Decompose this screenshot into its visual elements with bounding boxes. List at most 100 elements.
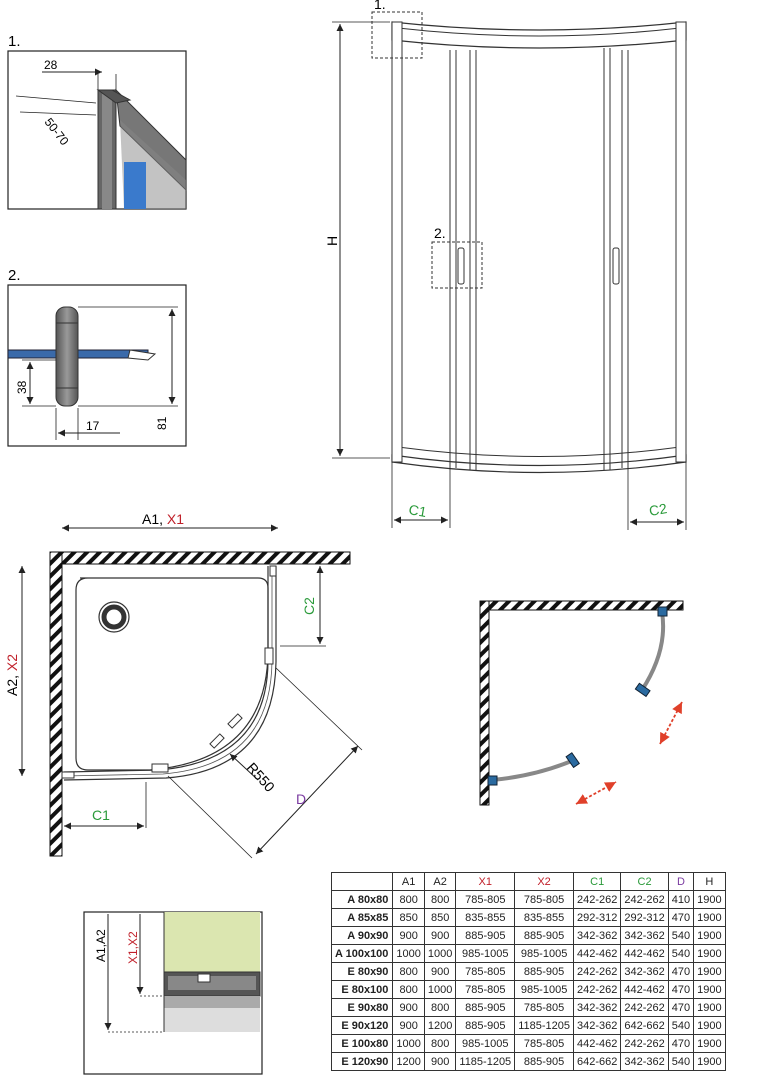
model-cell: A 90x90: [330, 926, 394, 945]
table-cell: 342-362: [620, 1052, 669, 1071]
table-cell: 850: [423, 908, 457, 927]
swing-arrow-left: [575, 781, 617, 805]
table-cell: 885-905: [514, 962, 574, 981]
dim-38-text: 38: [15, 380, 29, 394]
detail-1-label: 1.: [8, 33, 21, 50]
table-header: X2: [514, 872, 574, 891]
table-cell: 985-1005: [514, 944, 574, 963]
table-header: D: [667, 872, 695, 891]
detail-2-frame: [7, 284, 187, 447]
table-cell: 800: [392, 980, 425, 999]
dim-17-text: 17: [86, 419, 100, 433]
table-cell: 342-362: [572, 926, 622, 945]
model-cell: A 100x100: [330, 944, 394, 963]
table-cell: 800: [423, 998, 457, 1017]
handle-post: [55, 306, 79, 407]
table-cell: 342-362: [620, 926, 669, 945]
model-cell: E 80x100: [330, 980, 394, 999]
table-cell: 470: [667, 908, 695, 927]
table-cell: 1185-1205: [514, 1016, 574, 1035]
table-cell: 800: [392, 962, 425, 981]
table-cell: 1900: [693, 998, 726, 1017]
table-cell: 900: [423, 926, 457, 945]
table-cell: 1900: [693, 890, 726, 909]
table-cell: 242-262: [572, 980, 622, 999]
table-cell: 785-805: [514, 890, 574, 909]
table-cell: 442-462: [620, 980, 669, 999]
table-cell: 540: [667, 926, 695, 945]
detail-1: 1. 28 50-70: [7, 33, 187, 210]
callout-2-label: 2.: [434, 225, 446, 241]
front-view: 1. 2. H C1 C2: [324, 0, 687, 530]
dim-28-text: 28: [44, 58, 58, 72]
table-cell: 885-905: [455, 1016, 516, 1035]
table-cell: 1200: [423, 1016, 457, 1035]
table-cell: 835-855: [455, 908, 516, 927]
table-cell: 900: [392, 1016, 425, 1035]
model-cell: E 90x80: [330, 998, 394, 1017]
table-cell: 242-262: [572, 962, 622, 981]
model-cell: E 90x120: [330, 1016, 394, 1035]
table-cell: 900: [423, 1052, 457, 1071]
table-cell: 540: [667, 944, 695, 963]
section-detail: A1,A2 X1,X2: [83, 911, 263, 1075]
plan-c1-text: C1: [92, 807, 110, 823]
table-cell: 470: [667, 1034, 695, 1053]
table-cell: 470: [667, 998, 695, 1017]
profile-corner: [96, 88, 187, 210]
table-cell: 1000: [423, 944, 457, 963]
table-cell: 1000: [423, 980, 457, 999]
table-cell: 292-312: [620, 908, 669, 927]
callout-box-1: [371, 11, 423, 59]
table-cell: 1900: [693, 1016, 726, 1035]
dim-a2-text: A2, X2: [4, 654, 20, 696]
table-cell: 1900: [693, 1052, 726, 1071]
table-cell: 342-362: [572, 1016, 622, 1035]
left-door-arc: [491, 758, 575, 782]
table-cell: 1900: [693, 980, 726, 999]
table-cell: 800: [423, 1034, 457, 1053]
glass-pane: [124, 162, 146, 209]
callout-box-2: [431, 241, 483, 289]
table-cell: 242-262: [620, 890, 669, 909]
table-cell: 1200: [392, 1052, 425, 1071]
wall-top: [49, 551, 351, 565]
table-cell: 885-905: [455, 926, 516, 945]
table-header: C1: [572, 872, 622, 891]
table-cell: 850: [392, 908, 425, 927]
table-cell: 1900: [693, 962, 726, 981]
door-opening-diagram: [479, 600, 684, 806]
table-cell: 242-262: [620, 1034, 669, 1053]
table-cell: 900: [392, 998, 425, 1017]
model-cell: E 100x80: [330, 1034, 394, 1053]
table-cell: 1000: [392, 1034, 425, 1053]
table-header: A1: [392, 872, 425, 891]
table-cell: 1900: [693, 1034, 726, 1053]
table-cell: 642-662: [620, 1016, 669, 1035]
table-header: C2: [620, 872, 669, 891]
table-cell: 540: [667, 1016, 695, 1035]
callout-1-label: 1.: [374, 0, 386, 12]
table-cell: 1185-1205: [455, 1052, 516, 1071]
table-cell: 342-362: [620, 962, 669, 981]
table-cell: 785-805: [455, 890, 516, 909]
table-cell: 642-662: [572, 1052, 622, 1071]
model-cell: E 120x90: [330, 1052, 394, 1071]
table-cell: 442-462: [572, 1034, 622, 1053]
table-cell: 985-1005: [455, 944, 516, 963]
right-handle: [612, 247, 620, 285]
table-cell: 242-262: [572, 890, 622, 909]
table-cell: 985-1005: [455, 1034, 516, 1053]
section-a-text: A1,A2: [94, 929, 108, 962]
drain: [101, 604, 127, 630]
table-cell: 470: [667, 962, 695, 981]
table-header-row: A1 A2 X1 X2 C1 C2 D H: [330, 872, 726, 891]
table-cell: 540: [667, 1052, 695, 1071]
